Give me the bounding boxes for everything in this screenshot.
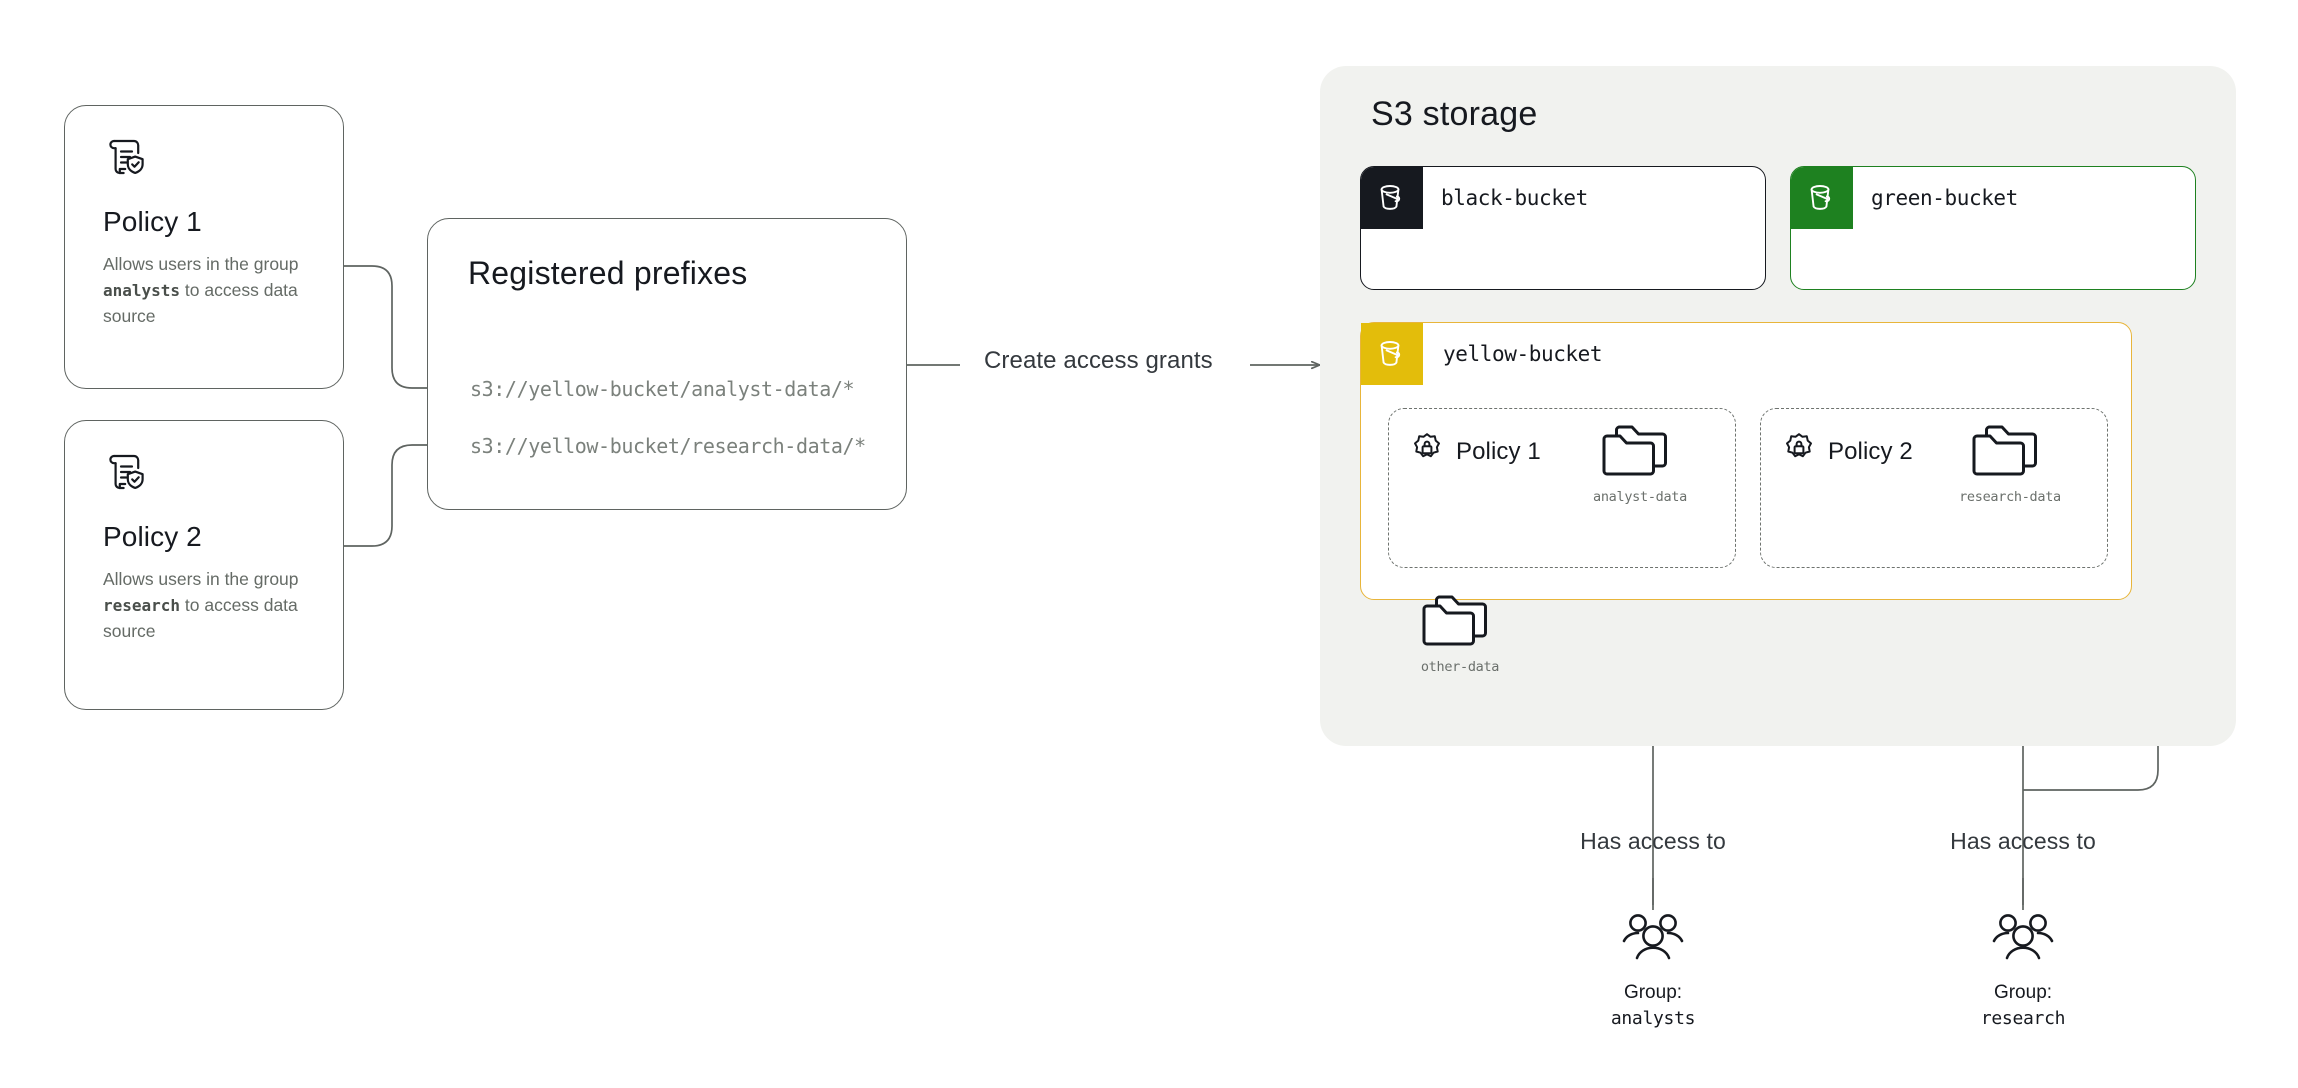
policy-description: Allows users in the group analysts to ac… bbox=[103, 253, 299, 326]
grant-policy-label: Policy 1 bbox=[1456, 437, 1541, 465]
policy-document-shield-icon bbox=[103, 449, 317, 500]
s3-storage-title: S3 storage bbox=[1371, 95, 1538, 133]
group-name: research bbox=[1980, 1007, 2066, 1029]
policy-title: Policy 2 bbox=[103, 521, 202, 552]
bucket-card-green[interactable]: green-bucket bbox=[1790, 166, 2196, 290]
group-prefix: Group: bbox=[1993, 982, 2053, 1003]
bucket-icon-yellow bbox=[1361, 323, 1423, 385]
bucket-name-green: green-bucket bbox=[1871, 186, 2018, 210]
group-research: Has access to bbox=[1903, 828, 2143, 855]
group-label-text: Group: research bbox=[1903, 980, 2143, 1031]
grant-policy-1: Policy 1 bbox=[1410, 432, 1541, 471]
policy-title: Policy 1 bbox=[103, 206, 202, 237]
folder-analyst-data[interactable]: analyst-data bbox=[1588, 418, 1692, 505]
access-grant-group-2 bbox=[1760, 408, 2108, 568]
policy-group-name: analysts bbox=[103, 280, 181, 300]
policy-lock-badge-icon bbox=[1782, 432, 1816, 471]
group-label-research: Group: research bbox=[1903, 972, 2143, 1031]
group-label-analysts: Group: analysts bbox=[1533, 972, 1773, 1031]
policy-card-1[interactable]: Policy 1 Allows users in the group analy… bbox=[64, 105, 344, 389]
folder-caption: other-data bbox=[1420, 659, 1500, 675]
policy-description: Allows users in the group research to ac… bbox=[103, 568, 299, 641]
grant-policy-2: Policy 2 bbox=[1782, 432, 1913, 471]
bucket-icon-green bbox=[1791, 167, 1853, 229]
bucket-card-black[interactable]: black-bucket bbox=[1360, 166, 1766, 290]
group-analysts: Has access to bbox=[1533, 828, 1773, 855]
registered-prefixes-title: Registered prefixes bbox=[468, 255, 748, 291]
grant-policy-label: Policy 2 bbox=[1828, 437, 1913, 465]
prefix-item: s3://yellow-bucket/analyst-data/* bbox=[470, 377, 855, 401]
group-prefix: Group: bbox=[1623, 982, 1683, 1003]
has-access-to-label: Has access to bbox=[1950, 828, 2096, 854]
prefix-item: s3://yellow-bucket/research-data/* bbox=[470, 434, 866, 458]
registered-prefixes-box: Registered prefixes s3://yellow-bucket/a… bbox=[427, 218, 907, 510]
folder-caption: research-data bbox=[1959, 489, 2061, 505]
access-grant-group-1 bbox=[1388, 408, 1736, 568]
group-people-icon-research bbox=[1988, 910, 2058, 971]
policy-document-shield-icon bbox=[103, 134, 317, 185]
folder-caption: analyst-data bbox=[1593, 489, 1687, 505]
folder-research-data[interactable]: research-data bbox=[1958, 418, 2062, 505]
policy-group-name: research bbox=[103, 595, 181, 615]
has-access-to-label: Has access to bbox=[1580, 828, 1726, 854]
create-access-grants-label: Create access grants bbox=[984, 347, 1213, 374]
bucket-name-black: black-bucket bbox=[1441, 186, 1588, 210]
bucket-name-yellow: yellow-bucket bbox=[1443, 342, 1603, 366]
policy-card-2[interactable]: Policy 2 Allows users in the group resea… bbox=[64, 420, 344, 710]
group-name: analysts bbox=[1610, 1007, 1696, 1029]
bucket-icon-black bbox=[1361, 167, 1423, 229]
policy-lock-badge-icon bbox=[1410, 432, 1444, 471]
group-people-icon-analysts bbox=[1618, 910, 1688, 971]
folder-other-data[interactable]: other-data bbox=[1408, 588, 1512, 675]
group-label-text: Group: analysts bbox=[1533, 980, 1773, 1031]
